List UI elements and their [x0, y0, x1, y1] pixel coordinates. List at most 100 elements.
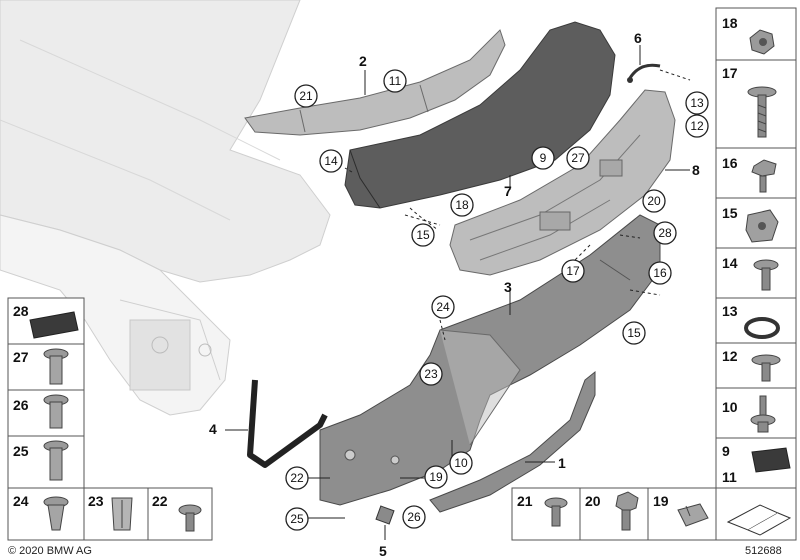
- svg-text:27: 27: [571, 151, 585, 165]
- right-parts-panel: 18 17 16 15 14 13 12 10 9 11: [715, 7, 797, 489]
- callout-7: 7: [504, 183, 512, 199]
- panel-num-15: 15: [722, 205, 738, 221]
- svg-text:13: 13: [690, 96, 704, 110]
- circled-callouts: 21 11 13 12 14 9 27 18 15 20 28 17 16 15…: [285, 69, 709, 531]
- short-screw-icon: [753, 259, 779, 291]
- panel-num-19: 19: [653, 493, 669, 509]
- panel-num-20: 20: [585, 493, 601, 509]
- copyright-text: © 2020 BMW AG: [8, 545, 92, 557]
- callout-28-circle: 28: [653, 221, 677, 245]
- svg-text:15: 15: [627, 326, 641, 340]
- left-parts-panel: 28 27 26 25: [7, 297, 85, 489]
- panel-num-16: 16: [722, 155, 738, 171]
- callout-14-circle: 14: [319, 149, 343, 173]
- callout-21-circle: 21: [294, 84, 318, 108]
- svg-text:12: 12: [690, 119, 704, 133]
- ghost-car-body: [0, 0, 331, 416]
- bottom-left-parts-panel: 24 23 22: [7, 487, 213, 541]
- plug-rivet-icon: [43, 440, 69, 481]
- callout-3: 3: [504, 279, 512, 295]
- part-1-rail: [429, 370, 596, 513]
- part-8-bracket-frame: [449, 89, 676, 276]
- callout-20-circle: 20: [642, 189, 666, 213]
- panel-num-23: 23: [88, 493, 104, 509]
- svg-text:17: 17: [566, 264, 580, 278]
- panel-num-10: 10: [722, 399, 738, 415]
- svg-text:22: 22: [290, 471, 304, 485]
- svg-text:16: 16: [653, 266, 667, 280]
- clip-nut-icon: [745, 209, 779, 243]
- panel-num-17: 17: [722, 65, 738, 81]
- svg-text:9: 9: [540, 151, 547, 165]
- svg-text:24: 24: [436, 300, 450, 314]
- panel-num-13: 13: [722, 303, 738, 319]
- callout-25-circle: 25: [285, 507, 309, 531]
- callout-4: 4: [209, 421, 217, 437]
- panel-num-28: 28: [13, 303, 29, 319]
- part-4-seal: [247, 379, 328, 468]
- spreader-clip-icon: [111, 497, 133, 531]
- dashed-guides: [344, 69, 691, 341]
- svg-text:11: 11: [389, 74, 402, 88]
- svg-text:18: 18: [455, 198, 469, 212]
- callout-23-circle: 23: [419, 362, 443, 386]
- callout-9-circle: 9: [531, 146, 555, 170]
- callout-19-circle: 19: [424, 465, 448, 489]
- svg-text:28: 28: [658, 226, 672, 240]
- callout-8: 8: [692, 162, 700, 178]
- part-2-trim-strip: [244, 29, 506, 136]
- rivet-icon: [750, 395, 776, 433]
- svg-text:20: 20: [647, 194, 661, 208]
- bottom-right-parts-panel: 21 20 19: [511, 487, 717, 541]
- svg-text:23: 23: [424, 367, 438, 381]
- diagram-id-text: 512688: [745, 545, 782, 557]
- foam-strip-icon: [29, 311, 79, 339]
- part-3-side-panel: [319, 214, 661, 506]
- panel-num-18: 18: [722, 15, 738, 31]
- callout-27-circle: 27: [566, 146, 590, 170]
- callout-1: 1: [558, 455, 566, 471]
- svg-text:25: 25: [290, 512, 304, 526]
- callout-15b-circle: 15: [622, 321, 646, 345]
- panel-num-14: 14: [722, 255, 738, 271]
- foam-pad-icon: [751, 447, 791, 473]
- callout-17-circle: 17: [561, 259, 585, 283]
- panel-num-22: 22: [152, 493, 168, 509]
- expansion-rivet-icon: [43, 348, 69, 385]
- callout-18-circle: 18: [450, 193, 474, 217]
- callout-2: 2: [359, 53, 367, 69]
- washer-screw-icon: [751, 354, 781, 382]
- tapping-screw-icon: [178, 504, 202, 532]
- part-6-cable: [627, 63, 661, 83]
- callout-5: 5: [379, 543, 387, 559]
- panel-num-27: 27: [13, 349, 29, 365]
- callout-26-circle: 26: [402, 505, 426, 529]
- svg-text:10: 10: [454, 456, 468, 470]
- callout-6: 6: [634, 30, 642, 46]
- callout-24-circle: 24: [431, 295, 455, 319]
- spring-nut-icon: [677, 503, 709, 527]
- callout-16-circle: 16: [648, 261, 672, 285]
- panel-num-9: 9: [722, 443, 730, 459]
- callout-22-circle: 22: [285, 466, 309, 490]
- part-26-clip: [375, 505, 395, 525]
- screw-icon: [751, 159, 777, 193]
- panel-num-11: 11: [722, 469, 737, 485]
- panel-num-26: 26: [13, 397, 29, 413]
- svg-text:19: 19: [429, 470, 443, 484]
- callout-15a-circle: 15: [411, 223, 435, 247]
- panel-num-25: 25: [13, 443, 29, 459]
- hex-screw-icon: [615, 491, 639, 531]
- direction-arrow-box: [715, 487, 797, 541]
- svg-text:21: 21: [299, 89, 313, 103]
- callout-10-circle: 10: [449, 451, 473, 475]
- panel-num-24: 24: [13, 493, 29, 509]
- callout-13-circle: 13: [685, 91, 709, 115]
- panel-num-21: 21: [517, 493, 533, 509]
- svg-text:15: 15: [416, 228, 430, 242]
- rivet-clip-icon: [544, 497, 568, 527]
- callout-11-circle: 11: [383, 69, 407, 93]
- svg-text:26: 26: [407, 510, 421, 524]
- push-clip-icon: [43, 496, 69, 531]
